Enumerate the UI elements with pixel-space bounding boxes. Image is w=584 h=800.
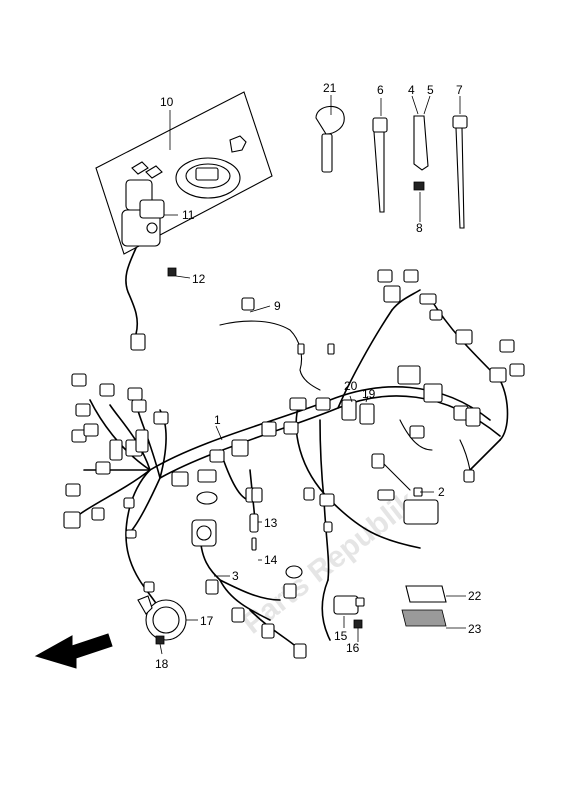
callout-15: 15	[334, 629, 348, 643]
callout-2: 2	[438, 485, 445, 499]
labels-22-23	[401, 585, 466, 629]
wire-clamp-6	[372, 98, 388, 213]
callout-leaders	[214, 305, 434, 577]
callout-20: 20	[344, 379, 358, 393]
callout-11: 11	[182, 208, 195, 222]
callout-14: 14	[264, 553, 278, 567]
horn-17	[137, 595, 198, 655]
harness-connectors	[63, 269, 525, 659]
clamp-4-5	[411, 95, 431, 222]
callout-8: 8	[416, 221, 423, 235]
callout-12: 12	[192, 272, 206, 286]
callout-19: 19	[362, 387, 376, 401]
callout-21: 21	[323, 81, 337, 95]
callout-3: 3	[232, 569, 239, 583]
callout-13: 13	[264, 516, 278, 530]
callout-22: 22	[468, 589, 482, 603]
callout-16: 16	[346, 641, 360, 655]
callout-10: 10	[160, 95, 174, 109]
cable-tie-7	[452, 96, 468, 229]
callout-7: 7	[456, 83, 463, 97]
callout-5: 5	[427, 83, 434, 97]
callout-6: 6	[377, 83, 384, 97]
front-direction-arrow-icon	[34, 633, 113, 669]
callout-18: 18	[155, 657, 169, 671]
side-stand-switch-15	[333, 595, 365, 642]
ignition-switch-set-box	[95, 91, 273, 351]
callout-1: 1	[214, 413, 221, 427]
relay-3	[191, 519, 217, 547]
callout-9: 9	[274, 299, 281, 313]
callout-23: 23	[468, 622, 482, 636]
key-blank	[315, 95, 345, 173]
callout-4: 4	[408, 83, 415, 97]
callout-17: 17	[200, 614, 214, 628]
